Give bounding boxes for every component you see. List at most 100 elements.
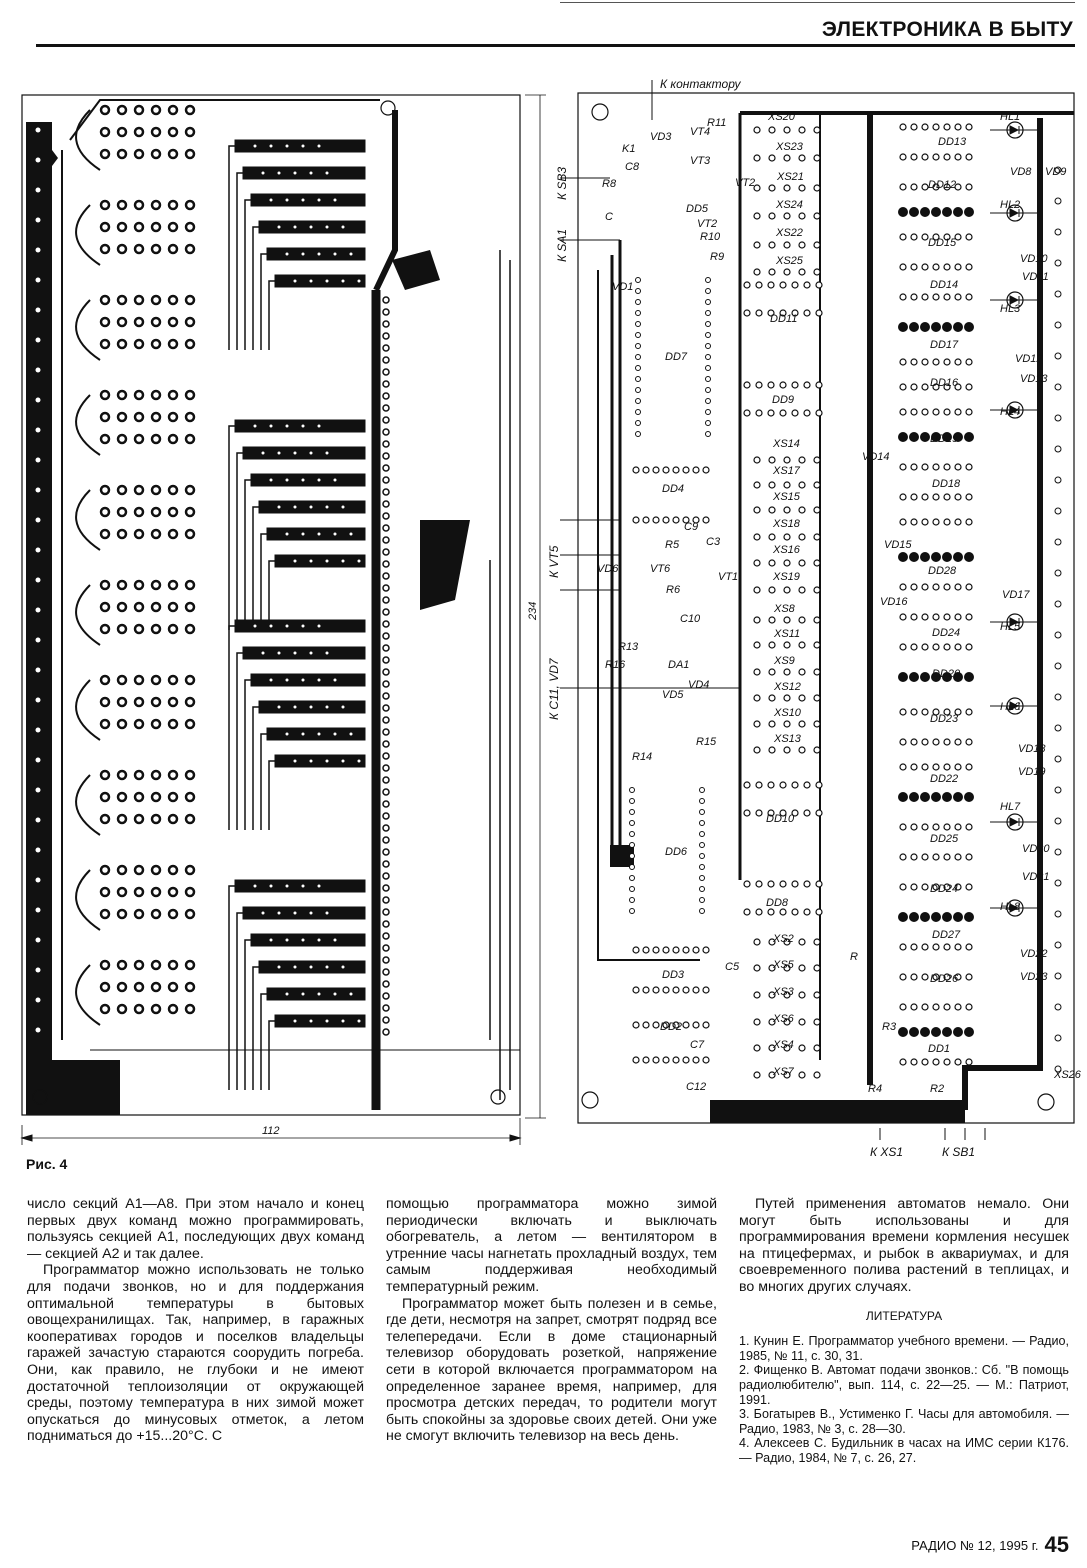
pad: [300, 991, 306, 997]
pad: [1054, 879, 1062, 887]
pad: [116, 411, 128, 423]
pad: [635, 409, 641, 415]
pad: [35, 847, 41, 853]
pad: [167, 126, 179, 138]
pad: [116, 243, 128, 255]
pad: [931, 672, 941, 682]
pad: [276, 650, 282, 656]
pad: [942, 912, 952, 922]
pad: [965, 123, 973, 131]
pad: [324, 170, 330, 176]
pad: [1054, 724, 1062, 732]
pad: [954, 183, 962, 191]
pad: [642, 986, 650, 994]
pad: [284, 937, 290, 943]
pad: [382, 392, 390, 400]
pad: [116, 294, 128, 306]
pad: [150, 338, 162, 350]
component-label: C: [605, 211, 613, 223]
pad: [382, 824, 390, 832]
pad: [150, 908, 162, 920]
pad: [167, 959, 179, 971]
pad: [813, 559, 821, 567]
pad: [35, 937, 41, 943]
reference-item: 1. Кунин Е. Программатор учебного времен…: [739, 1334, 1069, 1363]
pad: [629, 831, 635, 837]
pad: [382, 560, 390, 568]
component-label: DD22: [930, 773, 958, 785]
pad: [921, 823, 929, 831]
pad: [356, 558, 362, 564]
pad: [260, 910, 266, 916]
pad: [382, 368, 390, 376]
pad: [382, 740, 390, 748]
pad: [382, 296, 390, 304]
pad: [184, 601, 196, 613]
pad: [813, 241, 821, 249]
pad: [150, 221, 162, 233]
pad: [292, 170, 298, 176]
pad: [813, 481, 821, 489]
pad: [909, 552, 919, 562]
pad: [316, 251, 322, 257]
pad: [942, 432, 952, 442]
component-label: C3: [706, 536, 721, 548]
pad: [116, 506, 128, 518]
pad: [652, 466, 660, 474]
pad: [755, 809, 763, 817]
pad: [943, 358, 951, 366]
pad: [184, 769, 196, 781]
pad: [116, 528, 128, 540]
pad: [116, 718, 128, 730]
pad: [382, 452, 390, 460]
pad: [1054, 383, 1062, 391]
pad: [921, 493, 929, 501]
pad: [382, 476, 390, 484]
pad: [99, 674, 111, 686]
pad: [35, 487, 41, 493]
pad: [184, 484, 196, 496]
pad: [954, 853, 962, 861]
pad: [133, 528, 145, 540]
pad: [909, 1027, 919, 1037]
trace: [75, 964, 101, 1026]
component-label: DD10: [766, 813, 795, 825]
pad: [783, 616, 791, 624]
pad: [768, 641, 776, 649]
pad: [99, 718, 111, 730]
pad: [632, 1056, 640, 1064]
pad: [932, 183, 940, 191]
component-label: DD27: [932, 929, 961, 941]
pad: [99, 623, 111, 635]
pad: [743, 381, 751, 389]
pad: [150, 148, 162, 160]
pad: [167, 718, 179, 730]
pad: [150, 484, 162, 496]
pad: [35, 877, 41, 883]
pad: [1054, 445, 1062, 453]
component-label: C9: [684, 521, 698, 533]
pad: [184, 1003, 196, 1015]
pad: [702, 986, 710, 994]
pad: [292, 704, 298, 710]
pad: [348, 531, 354, 537]
pad: [932, 853, 940, 861]
pad: [300, 251, 306, 257]
pad: [642, 946, 650, 954]
trace: [260, 253, 267, 350]
pad: [35, 1027, 41, 1033]
pad: [662, 1021, 670, 1029]
pad: [324, 278, 330, 284]
comb-traces: [75, 104, 390, 1090]
label-to-xs1: К XS1: [870, 1145, 903, 1159]
pad: [921, 973, 929, 981]
pad: [813, 1018, 821, 1026]
pad: [292, 964, 298, 970]
pad: [932, 1058, 940, 1066]
component-label: R4: [868, 1083, 882, 1095]
pad: [791, 409, 799, 417]
pad: [292, 558, 298, 564]
pad: [133, 791, 145, 803]
pad: [682, 516, 690, 524]
